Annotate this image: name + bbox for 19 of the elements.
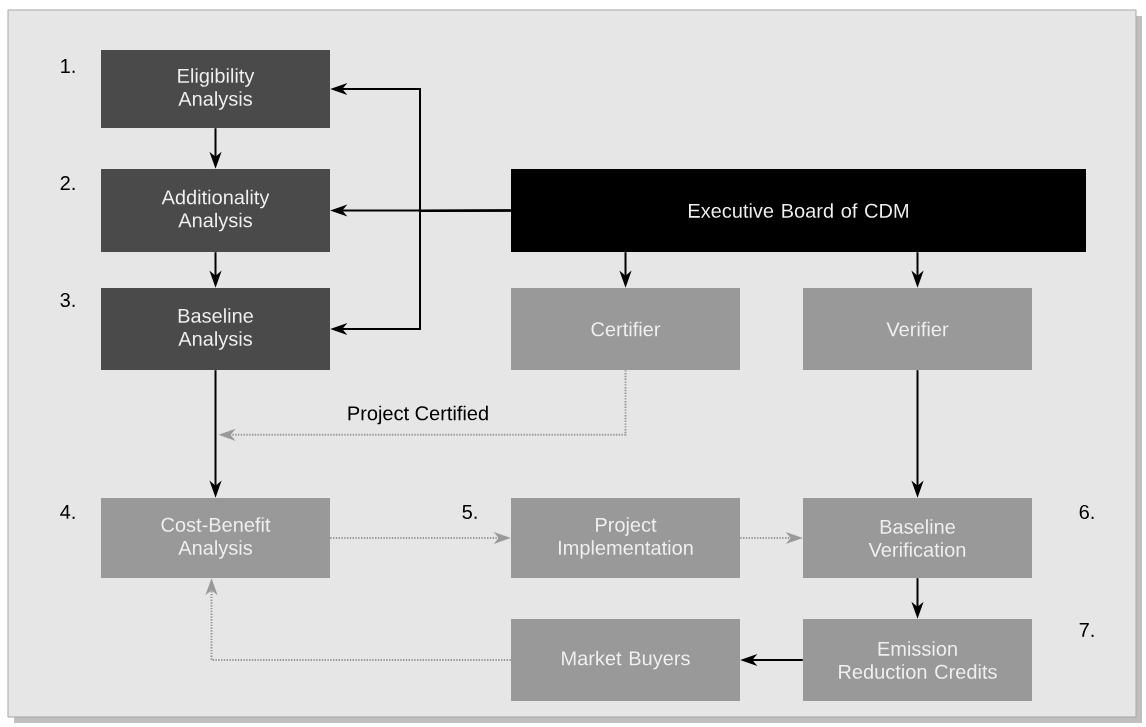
process-box: Certifier bbox=[511, 288, 740, 370]
step-number: 7. bbox=[1079, 623, 1094, 637]
step-number: 6. bbox=[1079, 504, 1094, 520]
process-box: Eligibility Analysis bbox=[101, 50, 330, 128]
process-box: Market Buyers bbox=[511, 619, 740, 701]
step-number: 3. bbox=[60, 292, 75, 308]
process-box: Verifier bbox=[803, 288, 1032, 370]
step-number: 4. bbox=[60, 505, 75, 519]
step-number: 5. bbox=[462, 505, 477, 519]
process-box: Baseline Verification bbox=[803, 498, 1032, 578]
process-box: Additionality Analysis bbox=[101, 169, 330, 252]
step-number: 2. bbox=[60, 176, 75, 190]
edge-label: Project Certified bbox=[344, 403, 492, 427]
process-box: Emission Reduction Credits bbox=[803, 619, 1032, 701]
process-box: Cost-Benefit Analysis bbox=[101, 498, 330, 578]
process-box: Project Implementation bbox=[511, 498, 740, 578]
step-number: 1. bbox=[61, 59, 75, 73]
board-box: Executive Board of CDM bbox=[511, 169, 1086, 252]
process-box: Baseline Analysis bbox=[101, 288, 330, 370]
